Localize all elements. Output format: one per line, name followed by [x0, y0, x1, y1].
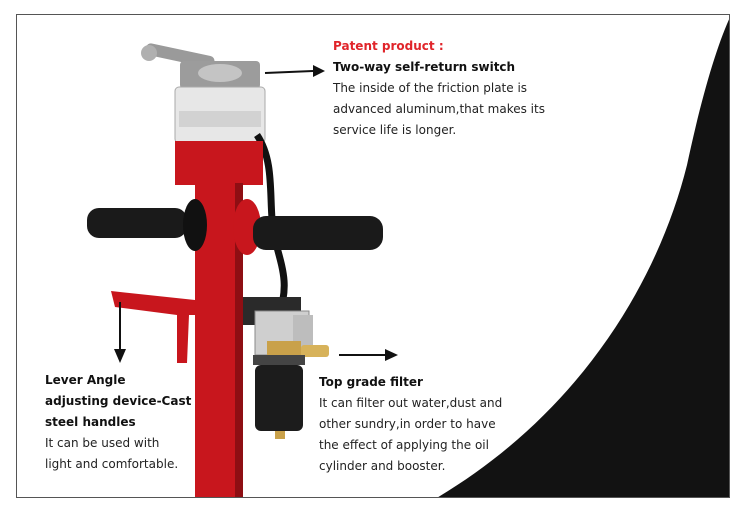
filter-callout: Top grade filter It can filter out water… [319, 372, 502, 477]
lever-desc-line: It can be used with [45, 436, 160, 450]
patent-label: Patent product : [333, 39, 444, 53]
decorative-swoosh [438, 19, 729, 497]
filter-desc-line: cylinder and booster. [319, 459, 446, 473]
filter-desc-line: the effect of applying the oil [319, 438, 489, 452]
arrow-right-icon [339, 349, 398, 361]
arrow-down-icon [114, 302, 126, 363]
product-frame: Patent product : Two-way self-return swi… [16, 14, 730, 498]
switch-title: Two-way self-return switch [333, 60, 516, 74]
lever-desc-line: light and comfortable. [45, 457, 179, 471]
arrow-right-icon [264, 65, 325, 77]
lever-title-line: steel handles [45, 415, 136, 429]
lever-title-line: adjusting device-Cast [45, 394, 192, 408]
filter-title: Top grade filter [319, 375, 423, 389]
tool-image [87, 43, 383, 497]
switch-callout: Patent product : Two-way self-return swi… [333, 36, 545, 141]
switch-desc-line: service life is longer. [333, 123, 457, 137]
lever-callout: Lever Angle adjusting device-Cast steel … [45, 370, 191, 475]
filter-desc-line: It can filter out water,dust and [319, 396, 503, 410]
lever-title-line: Lever Angle [45, 373, 126, 387]
callout-arrows [114, 65, 398, 363]
switch-desc-line: The inside of the friction plate is [333, 81, 528, 95]
switch-desc-line: advanced aluminum,that makes its [333, 102, 545, 116]
filter-desc-line: other sundry,in order to have [319, 417, 496, 431]
